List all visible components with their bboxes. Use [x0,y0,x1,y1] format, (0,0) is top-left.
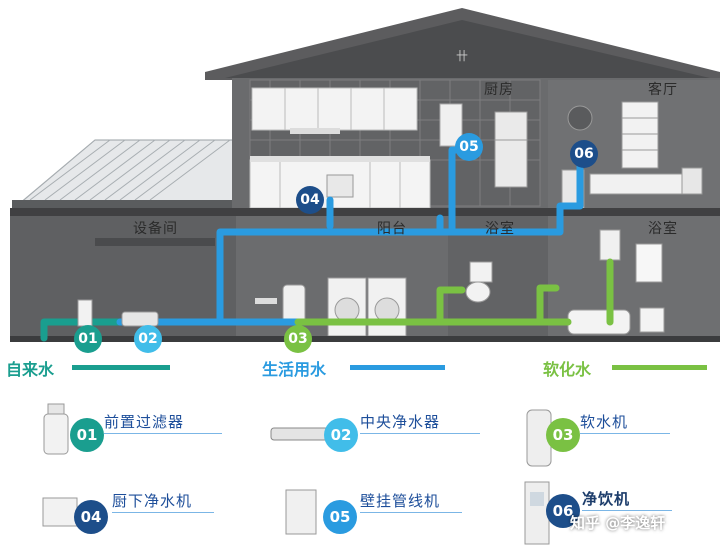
product-underline-06 [582,510,672,511]
product-name-06: 净饮机 [582,490,631,508]
product-underline-04 [112,512,214,513]
product-name-05: 壁挂管线机 [360,492,441,510]
house-badge-02: 02 [134,325,162,353]
room-label-equipment-room: 设备间 [133,221,178,237]
under-sink-purifier-icon [42,497,78,527]
product-name-02: 中央净水器 [360,413,441,431]
watermark: 知乎 @李逸轩 [570,514,666,532]
legend-domestic-water: 生活用水 [262,360,327,379]
pre-filter-device [77,299,93,327]
room-label-bathroom-2: 浴室 [648,221,678,237]
drinking-dispenser-icon [524,481,550,545]
bathtub [567,309,631,335]
tap-water-pipe [40,318,124,342]
house-badge-03: 03 [284,325,312,353]
legend-softened-water: 软化水 [543,360,592,379]
refrigerator [494,111,528,188]
product-name-01: 前置过滤器 [104,413,185,431]
room-label-bathroom-1: 浴室 [485,221,515,237]
legend-domestic-water-bar [350,365,445,370]
product-badge-03: 03 [546,418,580,452]
product-badge-02: 02 [324,418,358,452]
room-label-living-room: 客厅 [648,82,678,98]
house-badge-06: 06 [570,140,598,168]
room-label-kitchen: 厨房 [484,82,514,98]
water-heater [599,229,621,261]
domestic-water-pipe [116,214,444,326]
washing-machines [327,277,407,337]
product-underline-01 [104,433,222,434]
svg-text:卄: 卄 [456,49,468,63]
product-badge-06: 06 [546,494,580,528]
terrace [10,139,241,215]
wall-mounted-unit [439,103,463,147]
pipes [40,146,614,342]
central-purifier-icon [270,427,330,441]
product-badge-01: 01 [70,418,104,452]
kitchen-cabinets [249,87,431,209]
bookshelf [621,101,659,169]
legend-tap-water-bar [72,365,170,370]
product-name-03: 软水机 [580,413,629,431]
central-purifier-device [121,311,159,327]
wall-pipeline-icon [285,489,317,535]
product-name-04: 厨下净水机 [112,492,193,510]
pre-filter-icon [43,403,69,455]
product-underline-05 [360,512,462,513]
house-badge-04: 04 [296,186,324,214]
clock [567,105,593,131]
house-badge-01: 01 [74,325,102,353]
product-underline-03 [580,433,670,434]
house-badge-05: 05 [455,133,483,161]
legend-softened-water-bar [612,365,707,370]
toilet [465,261,493,303]
product-badge-04: 04 [74,500,108,534]
room-label-balcony: 阳台 [377,221,407,237]
legend-tap-water: 自来水 [6,360,55,379]
product-underline-02 [360,433,480,434]
sofa [589,173,691,195]
product-badge-05: 05 [323,500,357,534]
